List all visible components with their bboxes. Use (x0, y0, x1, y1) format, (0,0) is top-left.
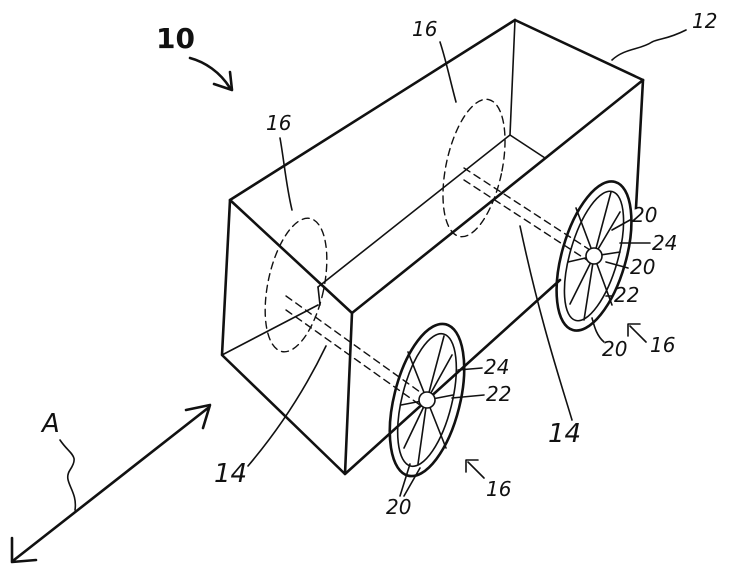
leader-20-mid (605, 261, 629, 269)
rear-wheel-hub (585, 247, 603, 265)
label-20-top: 20 (632, 203, 657, 227)
assembly-arrow (188, 56, 234, 92)
leader-16-left (279, 137, 293, 211)
label-16-center: 16 (412, 17, 437, 41)
rear-axle-top (463, 167, 591, 251)
label-12: 12 (692, 9, 717, 33)
direction-arrow-head-ne (184, 403, 212, 430)
direction-arrow-head-sw (10, 536, 38, 564)
leader-16-center (439, 41, 457, 103)
front-wheel-rim-inner (396, 332, 458, 468)
reference-labels: 10 12 16 16 20 24 20 22 16 20 24 22 14 1… (40, 9, 717, 519)
rear-wheel-rim-inner (563, 190, 625, 322)
axles (285, 167, 591, 406)
label-22-right: 22 (614, 283, 639, 307)
direction-leader (59, 439, 77, 511)
front-axle-top (285, 295, 421, 393)
label-24-front: 24 (484, 355, 509, 379)
leader-12 (611, 29, 687, 61)
body-inner-floor (509, 134, 546, 159)
label-16-rear: 16 (650, 333, 675, 357)
assembly-arrow-shaft (188, 56, 232, 90)
direction-arrow-shaft (12, 406, 210, 562)
front-wheel-rim-outer (388, 322, 466, 478)
front-wheel-hub (418, 391, 436, 409)
rear-wheel (555, 180, 633, 332)
leader-16-rear-arrowhead (627, 323, 641, 337)
body-top-back-edge (513, 18, 645, 82)
rear-axle-bottom (463, 179, 591, 263)
leader-16-rear-arrow (629, 325, 647, 343)
label-14-left: 14 (214, 459, 247, 489)
body-bottom-left-edge (221, 304, 319, 356)
body-front-face (220, 198, 354, 476)
label-16-left: 16 (266, 111, 291, 135)
body-top-right-edge (350, 78, 645, 315)
label-20-bottom: 20 (602, 337, 627, 361)
leader-20-front-a (399, 463, 411, 497)
label-A: A (40, 409, 60, 439)
body-right-back-edge (634, 78, 645, 210)
leader-24-front (457, 367, 483, 371)
leader-20-front-b (403, 467, 421, 497)
leader-20-bottom (591, 317, 605, 343)
body-top-left-edge (228, 18, 517, 202)
front-axle-bottom (285, 309, 421, 406)
hidden-wheels (264, 98, 506, 353)
hidden-wheel-back-left (442, 98, 506, 238)
leader-16-front-arrowhead (465, 459, 479, 473)
label-24-right: 24 (652, 231, 677, 255)
rear-wheel-rim-outer (555, 180, 633, 332)
leader-22-front (451, 394, 485, 399)
hidden-wheel-front-left (264, 217, 328, 353)
wagon-body (220, 18, 645, 476)
assembly-arrow-head (212, 70, 234, 92)
leader-16-front-arrow (467, 461, 485, 479)
front-wheel (388, 322, 466, 478)
body-bottom-right-edge (343, 278, 562, 476)
label-22-front: 22 (486, 382, 511, 406)
leader-14-right (519, 225, 573, 421)
leader-lines (247, 29, 687, 497)
body-inner-front (317, 286, 321, 306)
direction-arrow (10, 403, 212, 564)
body-inner-left-top (317, 134, 511, 288)
label-14-right: 14 (548, 419, 581, 449)
label-16-front: 16 (486, 477, 511, 501)
leader-20-top (611, 219, 631, 231)
body-inner-back (509, 19, 516, 136)
label-20-front: 20 (386, 495, 411, 519)
label-20-mid: 20 (630, 255, 655, 279)
leader-14-left (247, 345, 327, 467)
label-10: 10 (156, 22, 195, 55)
